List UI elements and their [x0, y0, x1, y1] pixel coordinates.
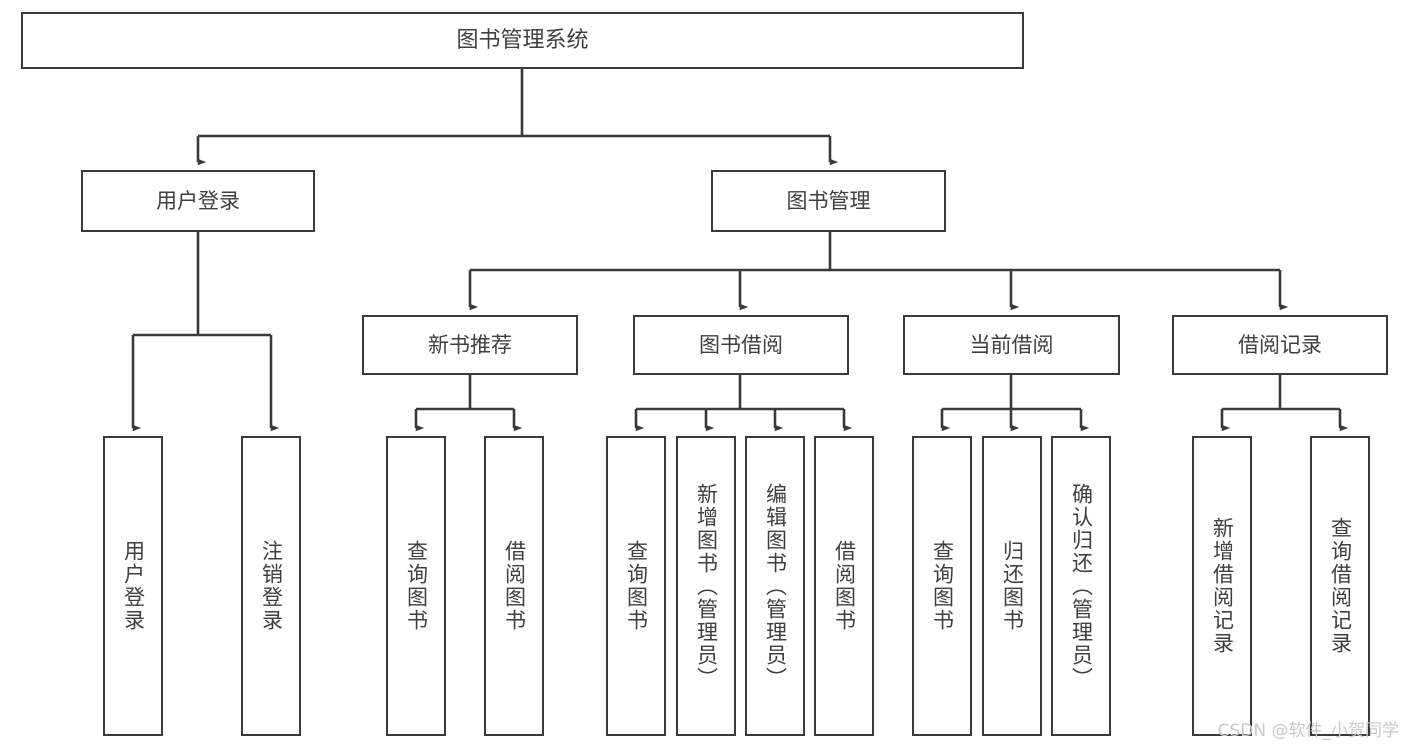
node-label: 借阅记录 — [1238, 332, 1322, 357]
node-label: 查询图书 — [624, 540, 649, 632]
edges-records-to-leaves — [1220, 375, 1349, 432]
node-label: 当前借阅 — [969, 332, 1054, 357]
edges-root-to-level2 — [196, 69, 839, 166]
node-label: 查询图书 — [930, 540, 955, 632]
node-label: 图书管理系统 — [456, 27, 589, 53]
node-leaf-edit-book-admin[interactable]: 编辑图书（管理员） — [745, 436, 805, 736]
node-label: 图书借阅 — [699, 332, 783, 357]
node-label: 归还图书 — [1000, 540, 1025, 632]
node-leaf-confirm-return-admin[interactable]: 确认归还（管理员） — [1051, 436, 1111, 736]
edges-booksmgmt-to-level3 — [468, 232, 1289, 311]
node-leaf-return-books[interactable]: 归还图书 — [982, 436, 1042, 736]
node-borrow-records[interactable]: 借阅记录 — [1172, 315, 1388, 375]
node-label: 图书管理 — [786, 188, 871, 213]
node-label: 确认归还（管理员） — [1069, 482, 1094, 690]
edges-borrow-to-leaves — [634, 375, 853, 432]
node-leaf-query-books-borrow[interactable]: 查询图书 — [606, 436, 666, 736]
node-leaf-logout[interactable]: 注销登录 — [241, 436, 301, 736]
node-leaf-user-login[interactable]: 用户登录 — [103, 436, 163, 736]
node-leaf-borrow-books-recommend[interactable]: 借阅图书 — [484, 436, 544, 736]
node-label: 新增图书（管理员） — [694, 482, 719, 690]
node-leaf-query-books-current[interactable]: 查询图书 — [912, 436, 972, 736]
edges-newbooks-to-leaves — [414, 375, 523, 432]
node-new-book-recommend[interactable]: 新书推荐 — [362, 315, 578, 375]
node-leaf-borrow-books[interactable]: 借阅图书 — [814, 436, 874, 736]
node-label: 用户登录 — [121, 540, 146, 632]
node-leaf-query-borrow-record[interactable]: 查询借阅记录 — [1310, 436, 1370, 736]
node-leaf-query-books-recommend[interactable]: 查询图书 — [386, 436, 446, 736]
node-label: 借阅图书 — [832, 540, 857, 632]
node-leaf-add-borrow-record[interactable]: 新增借阅记录 — [1192, 436, 1252, 736]
node-label: 借阅图书 — [502, 540, 527, 632]
node-current-borrow[interactable]: 当前借阅 — [903, 315, 1120, 375]
node-label: 查询借阅记录 — [1328, 517, 1353, 655]
node-book-borrow[interactable]: 图书借阅 — [633, 315, 849, 375]
node-label: 用户登录 — [156, 188, 240, 213]
edges-current-to-leaves — [940, 375, 1090, 432]
node-root-system[interactable]: 图书管理系统 — [21, 12, 1024, 69]
node-label: 查询图书 — [404, 540, 429, 632]
node-label: 编辑图书（管理员） — [763, 482, 788, 690]
edges-userlogin-to-leaves — [131, 232, 280, 432]
node-label: 新增借阅记录 — [1210, 517, 1235, 655]
node-label: 注销登录 — [259, 540, 284, 632]
node-book-management[interactable]: 图书管理 — [711, 170, 946, 232]
node-user-login[interactable]: 用户登录 — [81, 170, 315, 232]
node-label: 新书推荐 — [428, 332, 512, 357]
node-leaf-add-book-admin[interactable]: 新增图书（管理员） — [676, 436, 736, 736]
